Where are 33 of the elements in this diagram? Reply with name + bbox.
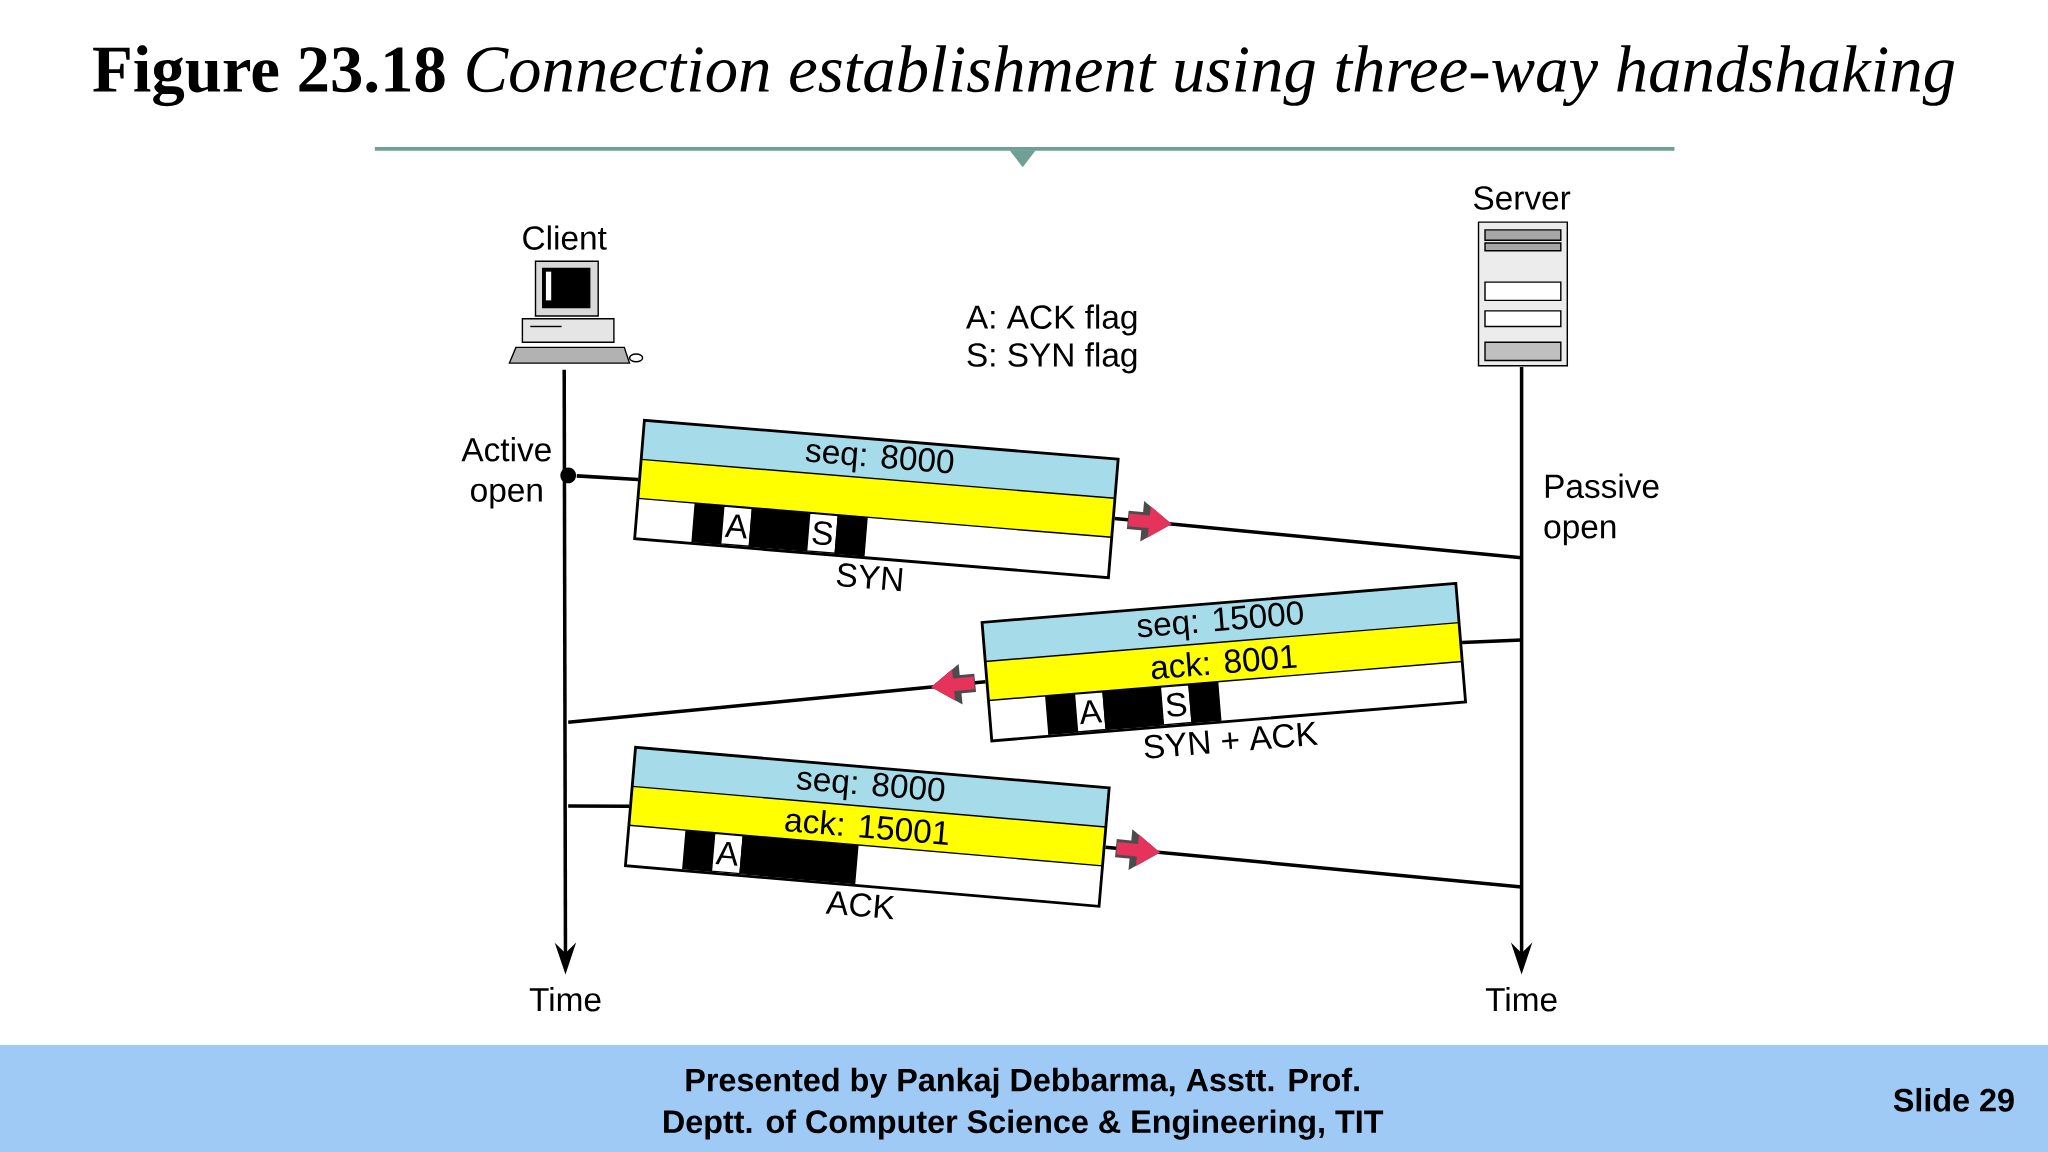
legend-text: S: SYN flag: [967, 342, 1137, 374]
header-field: seq: 15000: [1137, 601, 1303, 641]
slide-number: Slide 29: [1893, 1087, 2014, 1112]
header-field: ack: 15001: [785, 810, 948, 845]
connector-line: [576, 474, 639, 482]
host-label: Server: [1474, 186, 1571, 210]
legend-text: A: ACK flag: [966, 304, 1137, 336]
segment-box: [623, 745, 1111, 920]
header-field: seq: 8000: [796, 771, 945, 802]
flag-letter: S: [1167, 692, 1187, 717]
time-label: Time: [1485, 986, 1557, 1012]
host-label: Client: [523, 225, 607, 250]
connector-line: [568, 680, 986, 725]
state-label: Active open: [461, 437, 551, 509]
flag-letter: A: [1080, 700, 1103, 725]
footer-text: Presented by Pankaj Debbarma, Asstt. Prof.: [686, 1067, 1359, 1098]
segment-label: SYN + ACK: [1144, 721, 1319, 759]
flag-letter: S: [812, 521, 833, 546]
state-label: Passive open: [1544, 473, 1659, 546]
title: Figure 23.18 Connection establishment using three-way handshaking: [93, 45, 1955, 107]
connector-line: [1114, 516, 1522, 560]
segment-box: [633, 418, 1120, 592]
header-field: seq: 8000: [805, 444, 954, 474]
segment-label: ACK: [825, 891, 895, 920]
flag-letter: A: [724, 514, 747, 539]
time-label: Time: [529, 986, 601, 1012]
segment-label: SYN: [836, 563, 903, 592]
connector-line: [568, 804, 630, 809]
connector-line: [1462, 638, 1522, 645]
header-field: ack: 8001: [1152, 645, 1297, 680]
connector-line: [1105, 845, 1522, 889]
footer-text: Deptt. of Computer Science & Engineering, TIT: [664, 1109, 1384, 1140]
flag-letter: A: [715, 841, 738, 866]
